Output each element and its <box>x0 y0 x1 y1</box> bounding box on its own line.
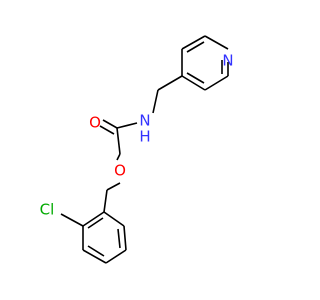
bond <box>181 35 206 50</box>
bond <box>204 75 229 91</box>
carbonyl-oxygen-label: O <box>89 114 101 132</box>
bond <box>103 211 125 227</box>
bond-inner <box>87 217 104 229</box>
bond <box>103 189 108 213</box>
bond <box>123 225 127 251</box>
bond <box>105 249 127 264</box>
ether-oxygen-label: O <box>114 162 126 180</box>
bond <box>204 35 229 50</box>
bond-inner <box>186 72 205 84</box>
chlorophenyl-ring <box>60 189 127 264</box>
bond <box>106 182 121 191</box>
bond <box>116 122 138 129</box>
structure-diagram: N O N H O Cl <box>40 35 234 264</box>
bond <box>181 75 206 91</box>
amide-nitrogen-label: N <box>139 112 150 130</box>
bond <box>116 127 121 155</box>
pyridine-nitrogen-label: N <box>222 52 233 70</box>
bond <box>157 75 183 91</box>
molecule-canvas: N O N H O Cl <box>40 35 234 264</box>
bond-inner <box>87 245 105 257</box>
bond <box>60 213 84 227</box>
amide-hydrogen-label: H <box>139 128 150 146</box>
bond <box>116 153 121 161</box>
bond-inner <box>186 41 205 53</box>
bond <box>152 89 159 114</box>
bond <box>82 211 105 227</box>
bond-carbonyl <box>102 119 118 129</box>
bond-inner <box>117 228 121 249</box>
pyridine-ring <box>181 35 229 91</box>
bond-carbonyl <box>99 125 115 135</box>
chlorine-label: Cl <box>40 201 55 219</box>
bond <box>82 249 107 264</box>
